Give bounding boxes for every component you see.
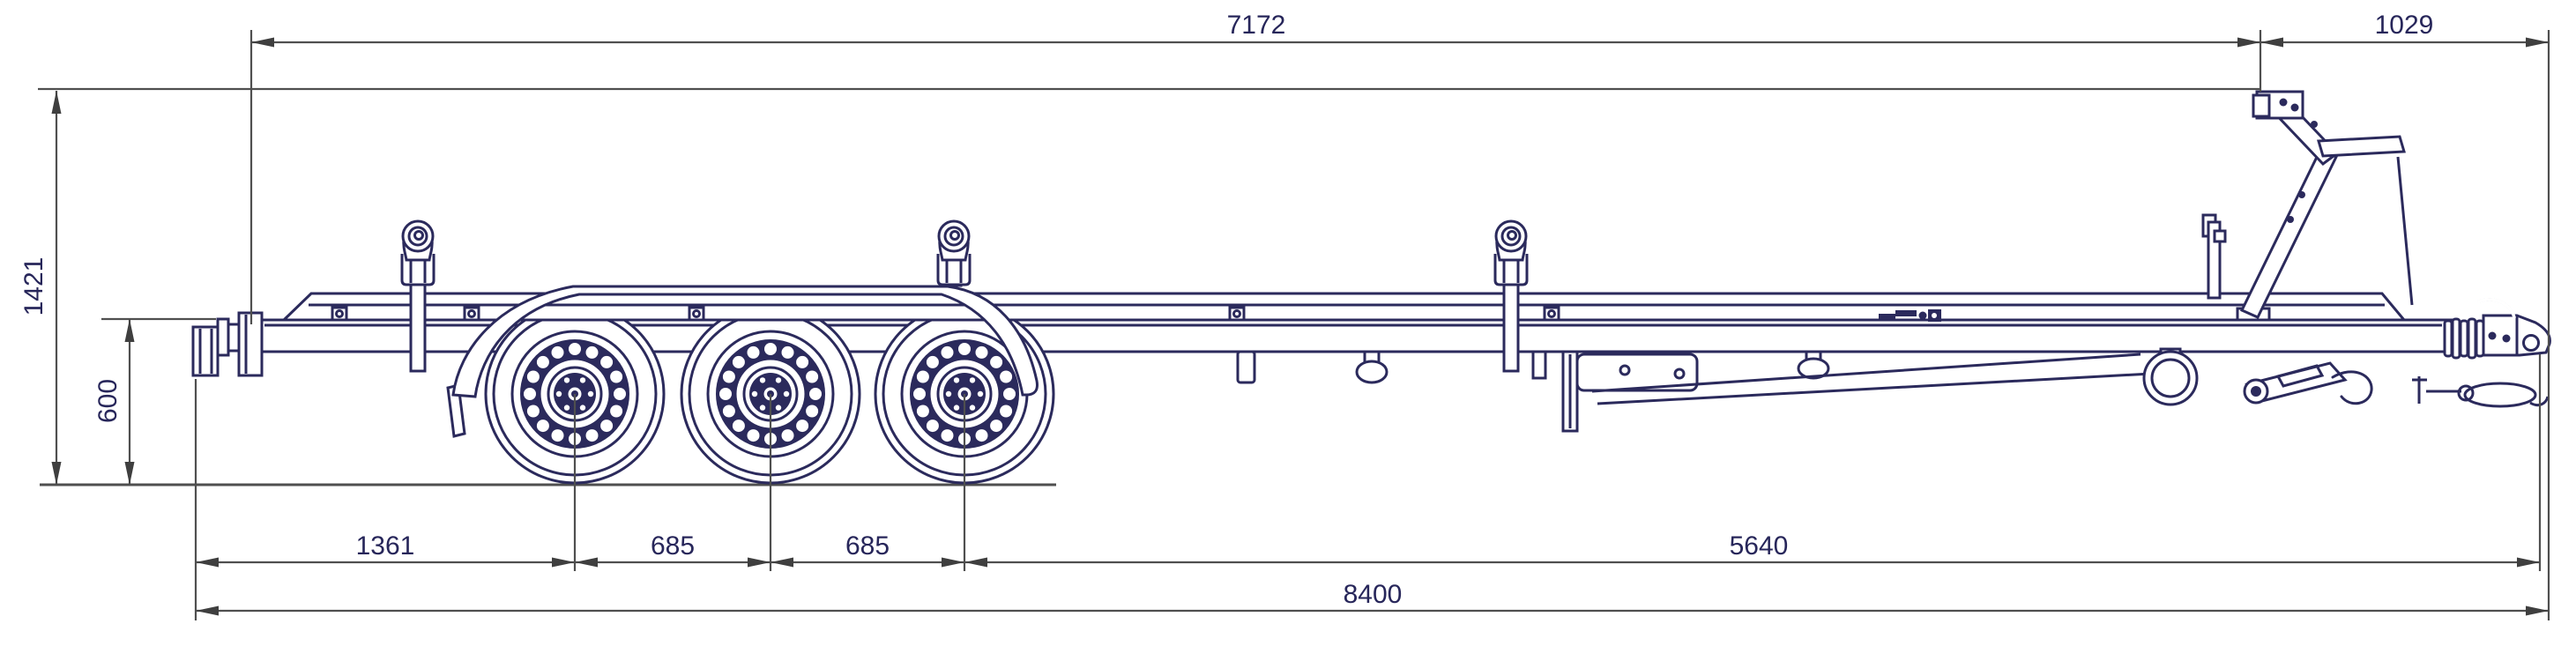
dimension-overall-length: 8400 [196,580,2549,616]
winch-post [2236,90,2414,322]
winch-platform [2317,135,2406,158]
dim-label-frame-height: 600 [93,379,123,423]
keel-roller-1 [400,219,436,286]
front-rail-fittings [1879,309,1941,322]
tongue-holder-bracket [2201,213,2227,300]
dimension-front-overhang: 1029 [2260,11,2549,48]
winch-strap [2396,156,2414,306]
tongue-clamp-gear [2243,361,2373,405]
drawbar-attachment [1531,350,1699,433]
dim-label-axle2-to-axle3: 685 [845,531,890,561]
dim-label-overall-length: 8400 [1344,580,1403,609]
dim-label-top-span: 7172 [1227,11,1286,40]
dim-label-rear-to-axle1: 1361 [356,531,415,561]
fender [446,285,1039,438]
trailer-body [191,90,2551,485]
upper-side-rail [280,292,2408,322]
overrun-coupling [2416,281,2551,360]
dimension-row-axles: 1361 685 685 5640 [196,531,2540,568]
dimension-annotations: 7172 1029 1421 600 [19,11,2550,620]
dimension-frame-height: 600 [93,319,135,485]
coupling-bellows [2443,317,2485,360]
keel-roller-2 [936,219,972,286]
dim-label-overall-height: 1421 [19,257,48,316]
dim-label-axle1-to-axle2: 685 [651,531,695,561]
under-beam-roller-2 [1797,350,1830,380]
dimension-top-span: 7172 [251,11,2260,48]
v-tongue-members [1591,353,2152,405]
dim-label-axle3-to-front: 5640 [1730,531,1789,561]
dimension-overall-height: 1421 [19,91,62,485]
safety-cable [2412,376,2550,408]
beam-support-stub [1236,350,1256,384]
keel-roller-3 [1493,219,1529,286]
jockey-wheel [2142,347,2199,406]
under-beam-roller-1 [1355,350,1389,384]
rail-bolt-plates [331,306,1560,322]
dim-label-front-overhang: 1029 [2375,11,2434,40]
